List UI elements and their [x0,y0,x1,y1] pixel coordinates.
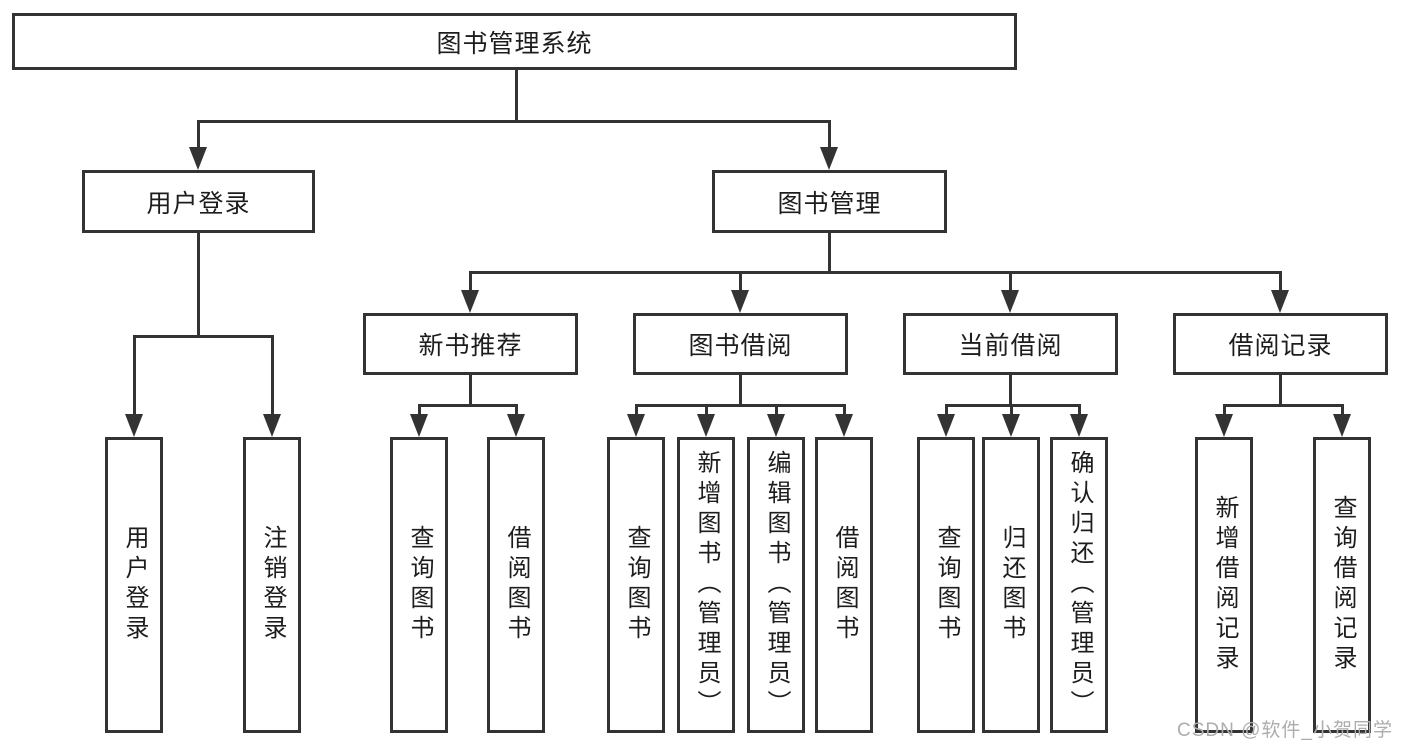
connector-line [1279,272,1282,294]
connector-line [945,405,948,417]
connector-line [1009,272,1012,294]
connector-line [1279,375,1282,406]
connector-line [739,375,742,406]
arrow-down-icon [1070,414,1088,437]
connector-line [843,405,846,417]
connector-line [197,120,831,123]
connector-line [197,233,200,337]
connector-line [133,335,274,338]
connector-line [705,405,708,417]
connector-line [828,121,831,150]
arrow-down-icon [461,290,479,313]
connector-line [469,271,1282,274]
leaf-return-book: 归还图书 [982,437,1040,733]
arrow-down-icon [189,147,207,170]
csdn-watermark: CSDN @软件_小贺同学 [1177,720,1393,741]
arrow-down-icon [767,414,785,437]
leaf-query-book-current: 查询图书 [917,437,975,733]
connector-line [271,336,274,418]
arrow-down-icon [1333,414,1351,437]
connector-line [469,272,472,294]
connector-line [418,405,421,417]
leaf-query-book-borrowing: 查询图书 [607,437,665,733]
connector-line [775,405,778,417]
node-book-management: 图书管理 [712,170,947,233]
node-root-library-system: 图书管理系统 [12,13,1017,70]
connector-line [515,405,518,417]
connector-line [739,272,742,294]
leaf-edit-book-admin: 编辑图书（管理员） [747,437,805,733]
arrow-down-icon [1002,414,1020,437]
connector-line [945,404,1081,407]
node-user-login: 用户登录 [82,170,315,233]
node-book-borrowing: 图书借阅 [633,313,848,375]
leaf-borrow-book-recommend: 借阅图书 [487,437,545,733]
node-borrow-records: 借阅记录 [1173,313,1388,375]
connector-line [828,233,831,273]
leaf-confirm-return-admin: 确认归还（管理员） [1050,437,1108,733]
connector-line [197,121,200,150]
leaf-user-login: 用户登录 [105,437,163,733]
connector-line [418,404,518,407]
arrow-down-icon [1271,290,1289,313]
arrow-down-icon [937,414,955,437]
leaf-add-book-admin: 新增图书（管理员） [677,437,735,733]
connector-line [469,375,472,406]
arrow-down-icon [627,414,645,437]
arrow-down-icon [410,414,428,437]
arrow-down-icon [507,414,525,437]
arrow-down-icon [697,414,715,437]
connector-line [635,405,638,417]
connector-line [1010,405,1013,417]
leaf-query-book-recommend: 查询图书 [390,437,448,733]
arrow-down-icon [263,414,281,437]
connector-line [1009,375,1012,406]
arrow-down-icon [820,147,838,170]
connector-line [133,336,136,418]
connector-line [1223,405,1226,417]
arrow-down-icon [835,414,853,437]
leaf-query-borrow-record: 查询借阅记录 [1313,437,1371,733]
arrow-down-icon [125,414,143,437]
connector-line [1341,405,1344,417]
leaf-logout: 注销登录 [243,437,301,733]
arrow-down-icon [1001,290,1019,313]
connector-line [1078,405,1081,417]
node-new-book-recommend: 新书推荐 [363,313,578,375]
leaf-borrow-book: 借阅图书 [815,437,873,733]
arrow-down-icon [731,290,749,313]
leaf-add-borrow-record: 新增借阅记录 [1195,437,1253,733]
connector-line [635,404,846,407]
arrow-down-icon [1215,414,1233,437]
connector-line [515,70,518,123]
node-current-borrowing: 当前借阅 [903,313,1118,375]
connector-line [1223,404,1344,407]
